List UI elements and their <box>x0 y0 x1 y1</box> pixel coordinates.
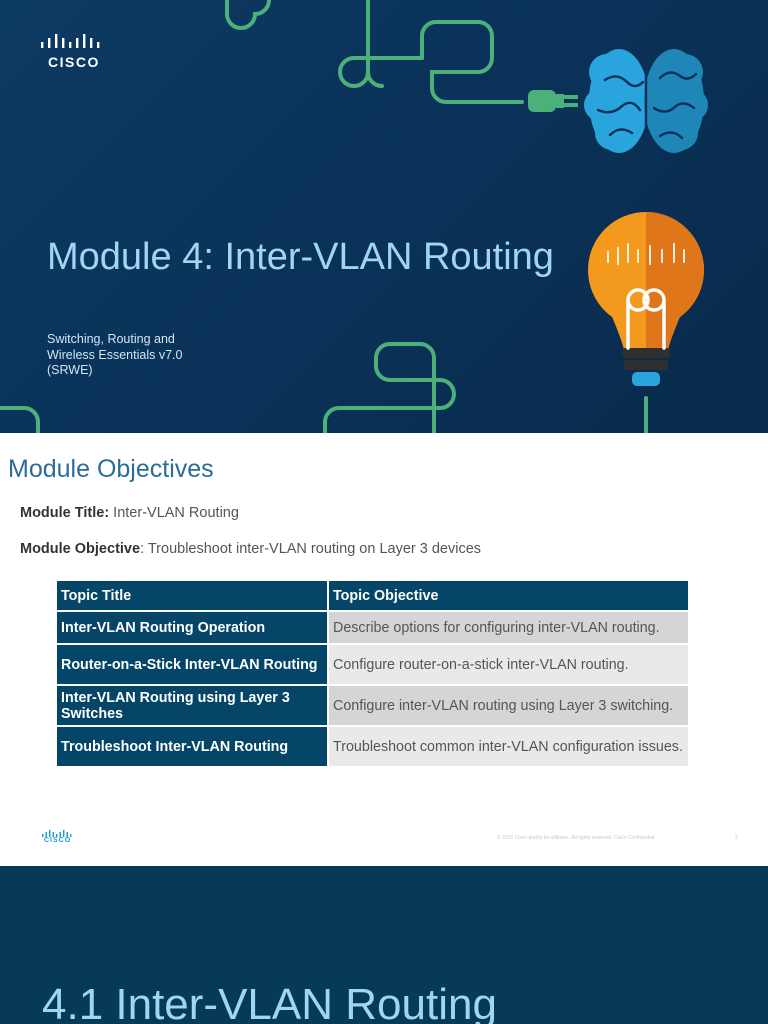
brain-icon <box>584 49 708 153</box>
module-title-label: Module Title: <box>20 505 110 521</box>
lightbulb-icon <box>588 212 704 386</box>
cisco-logo-icon <box>41 34 100 48</box>
table-row: Troubleshoot Inter-VLAN Routing Troubles… <box>55 725 690 768</box>
topic-title-cell: Inter-VLAN Routing Operation <box>55 610 329 645</box>
cisco-logo-text: CISCO <box>48 54 100 70</box>
table-header-row: Topic Title Topic Objective <box>55 579 690 612</box>
footer-copyright: © 2016 Cisco and/or its affiliates. All … <box>497 835 655 841</box>
circuit-decoration <box>0 0 708 433</box>
module-objective-line: Module Objective: Troubleshoot inter-VLA… <box>20 541 481 557</box>
topic-objective-cell: Describe options for configuring inter-V… <box>327 610 690 645</box>
module-objective-label: Module Objective <box>20 541 141 557</box>
footer-logo-text: CISCO <box>44 837 72 844</box>
objectives-table: Topic Title Topic Objective Inter-VLAN R… <box>55 579 690 768</box>
table-header-cell: Topic Title <box>55 579 329 612</box>
page-number: 2 <box>735 835 738 841</box>
title-slide: CISCO Module 4: Inter-VLAN Routing Switc… <box>0 0 768 433</box>
table-row: Router-on-a-Stick Inter-VLAN Routing Con… <box>55 643 690 686</box>
topic-title-cell: Troubleshoot Inter-VLAN Routing <box>55 725 329 768</box>
module-objective-value: : Troubleshoot inter-VLAN routing on Lay… <box>140 541 482 557</box>
topic-objective-cell: Troubleshoot common inter-VLAN configura… <box>327 725 690 768</box>
module-title: Module 4: Inter-VLAN Routing <box>47 236 554 278</box>
table-header-cell: Topic Objective <box>327 579 690 612</box>
objectives-heading: Module Objectives <box>8 455 214 483</box>
footer-cisco-logo-icon <box>42 830 72 837</box>
module-title-value: Inter-VLAN Routing <box>109 505 239 521</box>
plug-icon <box>528 90 578 112</box>
objectives-slide: Module Objectives Module Title: Inter-VL… <box>0 433 768 866</box>
topic-objective-cell: Configure inter-VLAN routing using Layer… <box>327 684 690 727</box>
table-row: Inter-VLAN Routing using Layer 3 Switche… <box>55 684 690 727</box>
topic-title-cell: Inter-VLAN Routing using Layer 3 Switche… <box>55 684 329 727</box>
module-title-line: Module Title: Inter-VLAN Routing <box>20 505 239 521</box>
section-title: 4.1 Inter-VLAN Routing <box>42 980 497 1024</box>
course-subtitle: Switching, Routing and Wireless Essentia… <box>47 332 183 377</box>
topic-objective-cell: Configure router-on-a-stick inter-VLAN r… <box>327 643 690 686</box>
topic-title-cell: Router-on-a-Stick Inter-VLAN Routing <box>55 643 329 686</box>
section-slide: 4.1 Inter-VLAN Routing <box>0 866 768 1024</box>
table-row: Inter-VLAN Routing Operation Describe op… <box>55 610 690 645</box>
